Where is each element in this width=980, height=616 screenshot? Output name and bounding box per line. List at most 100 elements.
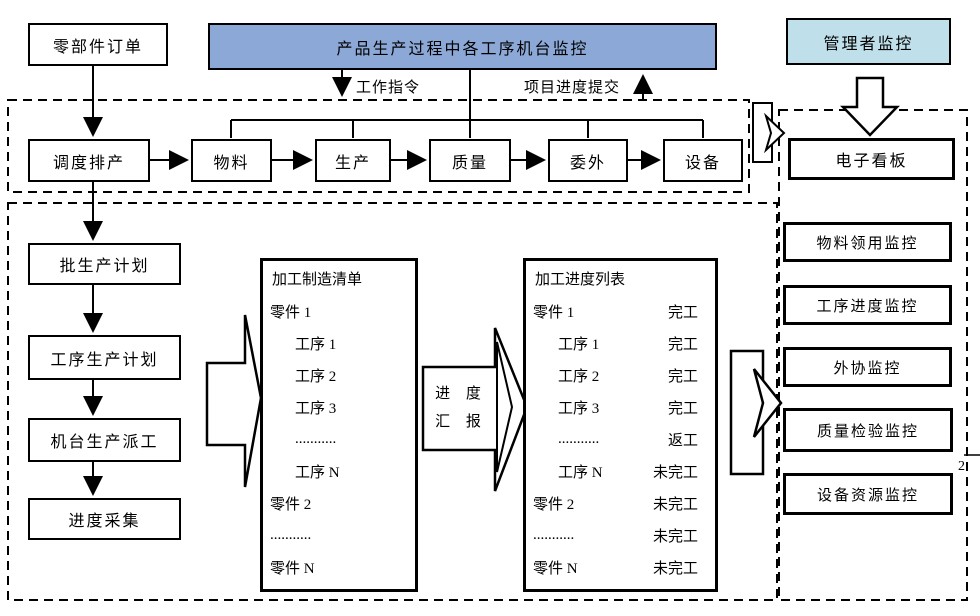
progress-report-line2: 汇 报 [435,414,487,430]
process-progress-monitor-box: 工序进度监控 [783,285,952,325]
collector-top-bar [752,102,773,163]
list-item: 零件 N 未完工 [526,551,715,583]
list-item-name: ........... [558,430,600,447]
manager-down-block-arrow [840,76,900,137]
process-progress-monitor-label: 工序进度监控 [816,298,919,315]
machine-dispatch-label: 机台生产派工 [50,434,159,451]
list-item-name: 工序 N [295,464,340,481]
list-item-name: 零件 1 [270,304,312,321]
manager-monitor-box: 管理者监控 [786,18,951,65]
list-item-status: 完工 [667,336,698,353]
collector-bottom-bar [729,349,765,476]
quality-box: 质量 [429,139,511,182]
list-item-name: 零件 2 [533,496,575,513]
progress-collection-label: 进度采集 [68,513,141,530]
batch-plan-box: 批生产计划 [28,243,181,285]
collector-bottom-chevron [752,368,783,438]
manager-monitor-label: 管理者监控 [823,35,914,53]
material-usage-monitor-box: 物料领用监控 [783,222,952,262]
list-item-name: 零件 N [270,560,315,577]
list-item: ........... 返工 [526,423,715,455]
list-item-name: 工序 3 [558,400,600,417]
process-plan-label: 工序生产计划 [50,351,159,369]
list-item-name: ........... [533,526,575,543]
dispatch-scheduling-label: 调度排产 [52,154,125,172]
list-item-status: 未完工 [652,464,698,481]
e-board-box: 电子看板 [788,138,955,180]
dispatch-scheduling-box: 调度排产 [28,139,150,182]
equipment-resource-monitor-label: 设备资源监控 [816,487,919,504]
production-label: 生产 [334,154,371,172]
list-item: 工序 3 完工 [526,391,715,423]
list-item: 工序 N [263,455,415,487]
list-item-status: 未完工 [652,560,698,577]
list-item: 工序 1 [263,327,415,359]
list-item-name: 工序 1 [295,336,337,353]
list-item-name: 工序 N [558,464,603,481]
outsourcing-monitor-box: 外协监控 [783,347,952,387]
equipment-label: 设备 [684,154,721,172]
outsourcing-monitor-label: 外协监控 [833,360,902,377]
list-item-name: 工序 2 [558,368,600,385]
list-item: 零件 2 [263,487,415,519]
list-item-name: 零件 1 [533,304,575,321]
parts-order-box: 零部件订单 [28,23,168,66]
progress-collection-box: 进度采集 [28,498,181,540]
e-board-label: 电子看板 [835,153,908,170]
parts-order-label: 零部件订单 [52,38,143,56]
list-item: 工序 3 [263,391,415,423]
list-item: 工序 2 完工 [526,359,715,391]
quality-inspection-monitor-box: 质量检验监控 [783,408,953,452]
block-arrow-to-manufacturing-list [205,314,263,488]
manufacturing-list-items: 零件 1 工序 1 工序 2 工序 3 ........... [263,295,415,583]
list-item-status: 完工 [667,400,698,417]
list-item: 零件 1 完工 [526,295,715,327]
list-item-status: 返工 [667,432,698,449]
manufacturing-list: 加工制造清单 零件 1 工序 1 工序 2 工序 3 [260,258,418,592]
progress-submit-label: 项目进度提交 [524,80,621,96]
list-item-name: 工序 2 [295,368,337,385]
equipment-resource-monitor-box: 设备资源监控 [783,473,953,515]
list-item: ........... 未完工 [526,519,715,551]
list-item: 零件 N [263,551,415,583]
list-item-status: 未完工 [652,528,698,545]
quality-label: 质量 [451,154,488,172]
list-item: ........... [263,519,415,551]
list-item-status: 完工 [667,304,698,321]
progress-list-items: 零件 1 完工 工序 1 完工 工序 2 完工 工序 3 完工 [526,295,715,583]
material-box: 物料 [191,139,272,182]
outsourcing-label: 委外 [569,154,606,172]
page-marker: 2 [958,459,966,474]
list-item: 工序 2 [263,359,415,391]
main-title-label: 产品生产过程中各工序机台监控 [336,40,589,58]
list-item-name: 工序 3 [295,400,337,417]
progress-report-arrow-label: 进 度 汇 报 [430,380,492,436]
main-title-box: 产品生产过程中各工序机台监控 [208,23,717,70]
list-item: 工序 1 完工 [526,327,715,359]
outsourcing-box: 委外 [548,139,628,182]
list-item-status: 完工 [667,368,698,385]
list-item-status: 未完工 [652,496,698,513]
quality-inspection-monitor-label: 质量检验监控 [816,423,919,440]
production-box: 生产 [315,139,391,182]
progress-report-line1: 进 度 [435,386,487,402]
manufacturing-list-title: 加工制造清单 [272,271,363,288]
block-arrow-progress-report-notch [496,341,514,473]
work-order-label: 工作指令 [356,80,421,96]
batch-plan-label: 批生产计划 [59,258,150,275]
list-item: 工序 N 未完工 [526,455,715,487]
equipment-box: 设备 [663,139,743,182]
list-item: 零件 2 未完工 [526,487,715,519]
list-item-name: 零件 N [533,560,578,577]
list-item-name: ........... [295,430,337,447]
list-item-name: 工序 1 [558,336,600,353]
list-item: 零件 1 [263,295,415,327]
collector-top-chevron [763,112,786,154]
progress-list: 加工进度列表 零件 1 完工 工序 1 完工 工序 2 完工 [523,258,718,592]
progress-list-title: 加工进度列表 [535,271,626,288]
process-plan-box: 工序生产计划 [28,335,181,380]
list-item: ........... [263,423,415,455]
list-item-name: 零件 2 [270,496,312,513]
material-label: 物料 [213,154,250,172]
